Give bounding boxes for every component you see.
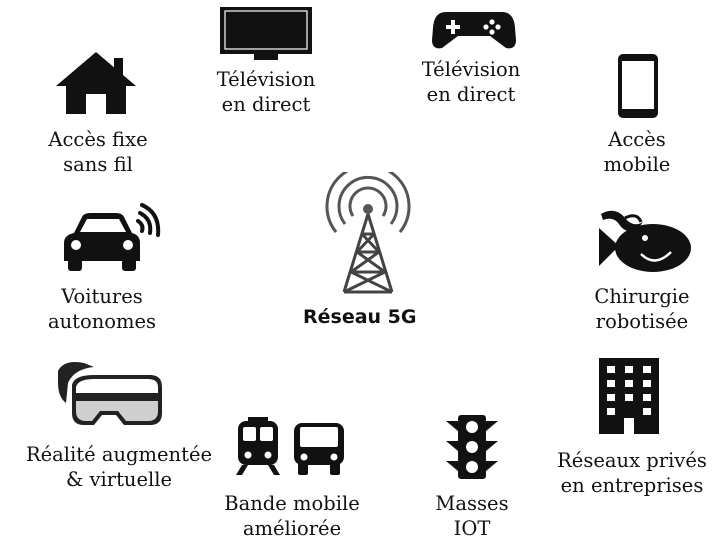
smartphone-icon <box>618 54 658 118</box>
connected-car-icon <box>64 203 161 271</box>
robot-surgery-icon <box>599 210 691 272</box>
house-icon <box>56 52 136 114</box>
center-label: Réseau 5G <box>303 306 417 328</box>
television-icon <box>220 7 312 60</box>
gamepad-icon <box>432 12 516 49</box>
train-bus-icon <box>236 417 344 475</box>
cell-tower-icon <box>325 172 411 294</box>
node-label-vr: Réalité augmentée& virtuelle <box>25 443 213 491</box>
vr-headset-icon <box>58 362 162 425</box>
traffic-light-icon <box>446 415 498 479</box>
building-icon <box>599 358 659 434</box>
